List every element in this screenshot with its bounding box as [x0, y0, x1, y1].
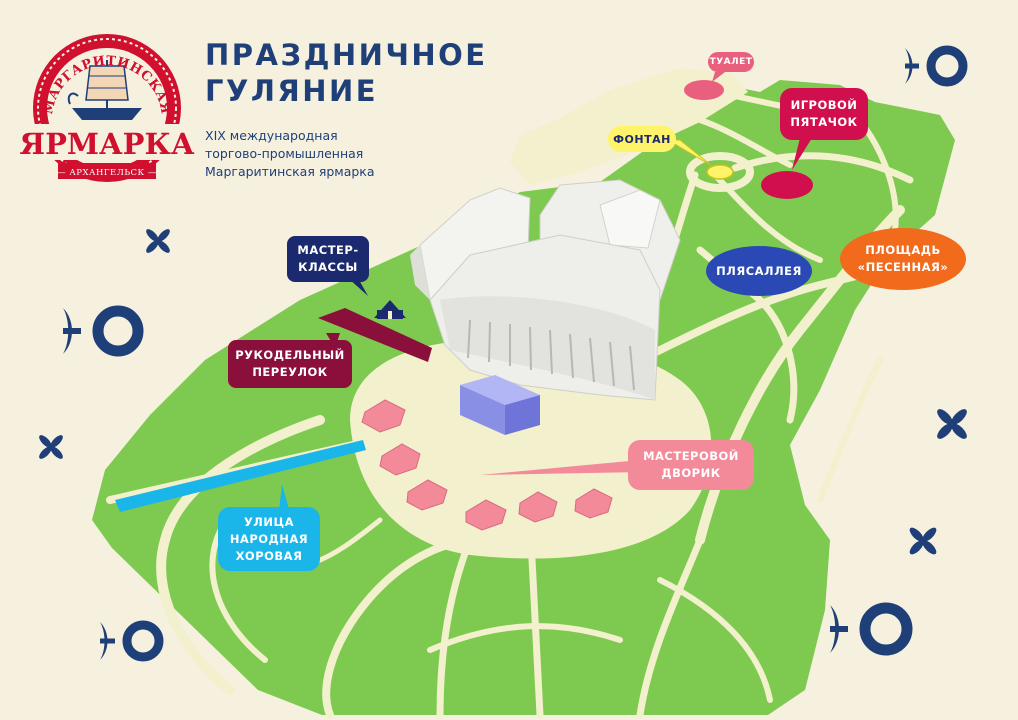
craft-booths — [361, 399, 613, 531]
master-classes-line-1: МАСТЕР- — [297, 243, 359, 257]
choir-street-line-1: УЛИЦА — [243, 514, 295, 529]
ship-icon — [67, 60, 142, 120]
subtitle-line-3: Маргаритинская ярмарка — [205, 164, 375, 179]
craft-lane-line-2: ПЕРЕУЛОК — [252, 365, 328, 379]
stage-block — [460, 375, 540, 435]
fish-ornament-icon — [63, 305, 144, 357]
choir-street-line-3: ХОРОВАЯ — [235, 548, 303, 563]
fish-ornament-icon — [905, 45, 968, 87]
choir-street-label: УЛИЦА НАРОДНАЯ ХОРОВАЯ — [218, 507, 320, 571]
game-area-pointer — [792, 138, 812, 170]
master-yard-label: МАСТЕРОВОЙ ДВОРИК — [628, 440, 754, 490]
dance-alley-label-text: ПЛЯСАЛЛЕЯ — [716, 264, 802, 278]
game-area-marker — [761, 171, 813, 199]
choir-street-strip — [115, 440, 366, 512]
fish-ornament-icon — [830, 602, 913, 656]
craft-lane-label: РУКОДЕЛЬНЫЙ ПЕРЕУЛОК — [228, 340, 352, 388]
flower-ornament-icon — [39, 435, 63, 459]
page-title: ПРАЗДНИЧНОЕ ГУЛЯНИЕ — [205, 37, 488, 109]
craft-lane-strip — [318, 308, 432, 362]
fountain-ring — [686, 152, 754, 192]
logo-city-text: — АРХАНГЕЛЬСК — — [57, 168, 157, 178]
master-class-pointer — [348, 278, 368, 296]
toilet-label: ТУАЛЕТ — [708, 52, 754, 72]
song-square-line-2: «ПЕСЕННАЯ» — [857, 260, 949, 274]
fountain-label-text: ФОНТАН — [613, 132, 671, 146]
flower-ornament-icon — [937, 409, 967, 439]
tent-icon — [374, 300, 406, 319]
theatre-building — [410, 179, 681, 401]
game-area-line-2: ПЯТАЧОК — [790, 115, 858, 129]
page-subtitle: XIX международная торгово-промышленная М… — [205, 127, 465, 181]
master-classes-label: МАСТЕР- КЛАССЫ — [287, 236, 369, 282]
master-yard-pointer — [480, 460, 640, 475]
fish-ornament-icon — [100, 620, 164, 662]
logo-main-text: ЯРМАРКА — [20, 127, 195, 161]
title-line-2: ГУЛЯНИЕ — [205, 74, 379, 108]
toilet-label-text: ТУАЛЕТ — [709, 57, 753, 67]
dance-alley-label: ПЛЯСАЛЛЕЯ — [706, 246, 812, 296]
master-yard-line-2: ДВОРИК — [661, 466, 721, 480]
flower-ornament-icon — [146, 229, 170, 253]
flower-ornament-icon — [909, 527, 937, 555]
song-square-line-1: ПЛОЩАДЬ — [865, 243, 941, 257]
choir-street-line-2: НАРОДНАЯ — [229, 531, 309, 546]
fountain-label: ФОНТАН — [608, 126, 676, 152]
subtitle-line-1: XIX международная — [205, 128, 338, 143]
toilet-pointer — [712, 72, 725, 82]
craft-lane-line-1: РУКОДЕЛЬНЫЙ — [235, 348, 345, 362]
fountain-pool — [706, 164, 734, 180]
song-square-label: ПЛОЩАДЬ «ПЕСЕННАЯ» — [840, 228, 966, 290]
subtitle-line-2: торгово-промышленная — [205, 146, 364, 161]
master-classes-line-2: КЛАССЫ — [298, 260, 358, 274]
master-yard-line-1: МАСТЕРОВОЙ — [643, 449, 739, 463]
fair-logo: МАРГАРИТИНСКАЯ ЯРМАРКА — АРХАНГЕЛЬСК — — [20, 34, 195, 182]
toilet-marker — [684, 80, 724, 100]
game-area-line-1: ИГРОВОЙ — [790, 98, 858, 112]
title-line-1: ПРАЗДНИЧНОЕ — [205, 38, 488, 72]
game-area-label: ИГРОВОЙ ПЯТАЧОК — [780, 88, 868, 140]
